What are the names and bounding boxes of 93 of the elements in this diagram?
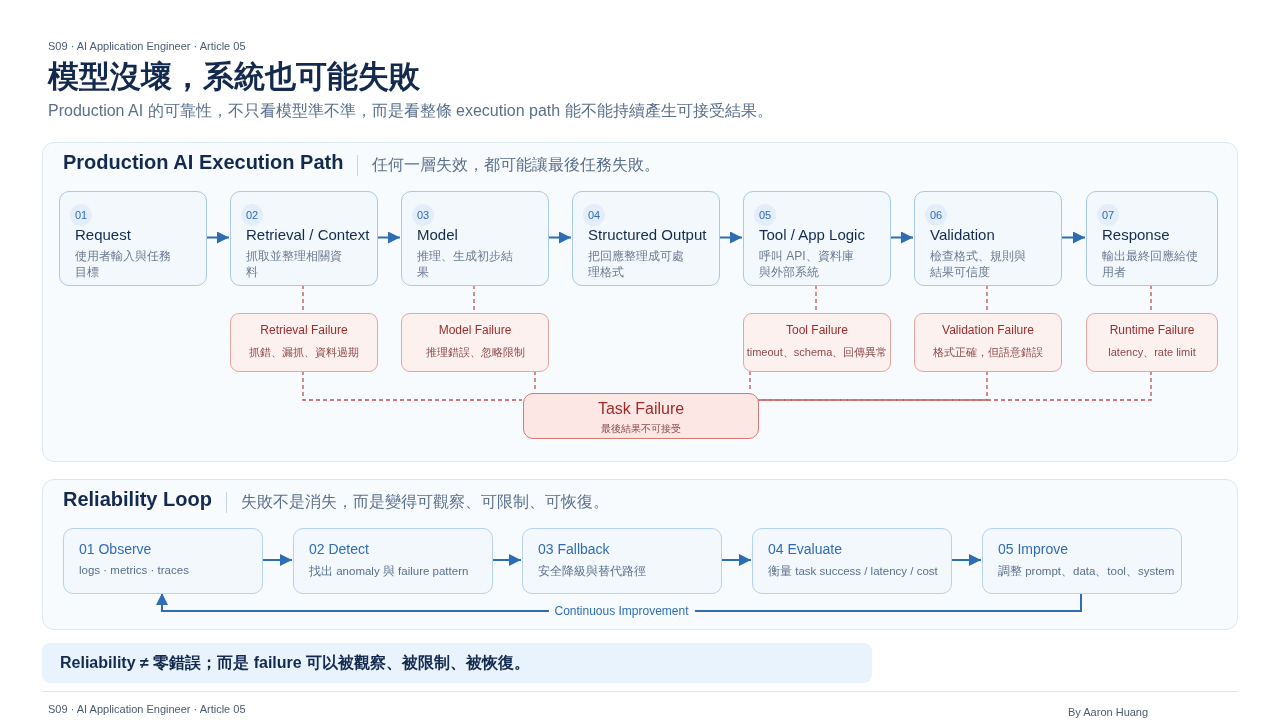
- step-description: 使用者輸入與任務目標: [75, 248, 172, 280]
- failure-title: Validation Failure: [941, 323, 1035, 337]
- arrow: [547, 231, 572, 244]
- failure-title: Tool Failure: [785, 323, 849, 337]
- series-label: S09 · AI Application Engineer · Article 05: [48, 40, 246, 52]
- failure-box: [523, 393, 759, 439]
- failure-box: [743, 313, 891, 372]
- step-description: 推理、生成初步結果: [417, 248, 514, 280]
- loop-step-description: logs · metrics · traces: [79, 564, 189, 576]
- failure-title: Runtime Failure: [1108, 323, 1196, 337]
- process-box: [230, 191, 378, 286]
- step-description: 檢查格式、規則與結果可信度: [930, 248, 1027, 280]
- process-box: [63, 528, 263, 594]
- step-title: Structured Output: [588, 226, 707, 243]
- step-number: 04: [583, 204, 605, 226]
- failure-description: 格式正確，但語意錯誤: [932, 345, 1044, 360]
- process-box: [401, 191, 549, 286]
- failure-description: latency、rate limit: [1107, 345, 1197, 360]
- step-number: 07: [1097, 204, 1119, 226]
- step-title: Response: [1102, 226, 1170, 243]
- failure-box: [1086, 313, 1218, 372]
- section-heading: Production AI Execution Path: [63, 151, 344, 174]
- failure-description: 推理錯誤、忽略限制: [424, 345, 526, 360]
- loop-step-title: 01 Observe: [79, 541, 152, 557]
- failure-box: [401, 313, 549, 372]
- failure-box: [230, 313, 378, 372]
- step-number: 06: [925, 204, 947, 226]
- dashed-connector: [986, 284, 988, 313]
- dashed-connector: [1150, 284, 1152, 313]
- failure-title: Task Failure: [596, 400, 686, 418]
- loop-step-description: 衡量 task success / latency / cost: [768, 564, 938, 579]
- process-box: [1086, 191, 1218, 286]
- edge-label: Continuous Improvement: [548, 604, 695, 618]
- loop-step-title: 03 Fallback: [538, 541, 610, 557]
- dashed-connector: [302, 284, 304, 313]
- step-title: Request: [75, 226, 131, 243]
- process-box: [982, 528, 1182, 594]
- process-box: [752, 528, 952, 594]
- arrow: [1060, 231, 1086, 244]
- failure-description: 最後結果不可接受: [600, 422, 682, 436]
- failure-box: [914, 313, 1062, 372]
- arrow: [889, 231, 914, 244]
- section-subtitle: 失敗不是消失，而是變得可觀察、可限制、可恢復。: [226, 492, 609, 513]
- step-title: Validation: [930, 226, 995, 243]
- process-box: [572, 191, 720, 286]
- arrow: [261, 554, 293, 566]
- dashed-connector: [302, 370, 523, 401]
- step-number: 03: [412, 204, 434, 226]
- step-description: 把回應整理成可處理格式: [588, 248, 685, 280]
- dashed-connector: [473, 284, 475, 313]
- process-box: [59, 191, 207, 286]
- author-credit: By Aaron Huang: [1068, 706, 1149, 718]
- arrow: [205, 231, 230, 244]
- process-box: [522, 528, 722, 594]
- arrow: [491, 554, 522, 566]
- arrow: [718, 231, 743, 244]
- step-number: 02: [241, 204, 263, 226]
- loop-step-description: 找出 anomaly 與 failure pattern: [309, 564, 469, 579]
- step-number: 01: [70, 204, 92, 226]
- step-number: 05: [754, 204, 776, 226]
- page-title: 模型沒壞，系統也可能失敗: [48, 58, 420, 96]
- section-subtitle: 任何一層失效，都可能讓最後任務失敗。: [357, 155, 660, 176]
- loop-step-title: 05 Improve: [998, 541, 1069, 557]
- section-panel: [42, 142, 1238, 462]
- process-box: [914, 191, 1062, 286]
- arrow: [720, 554, 752, 566]
- step-description: 抓取並整理相關資料: [246, 248, 343, 280]
- step-description: 輸出最終回應給使用者: [1102, 248, 1199, 280]
- failure-description: 抓錯、漏抓、資料過期: [248, 345, 360, 360]
- process-box: [293, 528, 493, 594]
- section-heading: Reliability Loop: [63, 488, 212, 511]
- step-title: Model: [417, 226, 458, 243]
- failure-description: timeout、schema、回傳異常: [745, 345, 889, 360]
- section-panel: [42, 479, 1238, 630]
- failure-title: Retrieval Failure: [259, 323, 349, 337]
- loop-step-description: 安全降級與替代路徑: [538, 564, 646, 579]
- series-label: S09 · AI Application Engineer · Article 05: [48, 703, 246, 715]
- arrow: [376, 231, 401, 244]
- subtitle: Production AI 的可靠性，不只看模型準不準，而是看整條 execution path 能不能持續產生可接受結果。: [48, 101, 773, 121]
- step-title: Tool / App Logic: [759, 226, 865, 243]
- step-title: Retrieval / Context: [246, 226, 370, 243]
- arrow: [156, 592, 1082, 612]
- loop-step-title: 04 Evaluate: [768, 541, 842, 557]
- loop-step-title: 02 Detect: [309, 541, 369, 557]
- process-box: [743, 191, 891, 286]
- arrow: [950, 554, 982, 566]
- step-description: 呼叫 API、資料庫與外部系統: [759, 248, 855, 280]
- dashed-connector: [815, 284, 817, 313]
- callout-text: Reliability ≠ 零錯誤；而是 failure 可以被觀察、被限制、被恢復。: [60, 653, 531, 673]
- dashed-connector: [757, 370, 988, 401]
- failure-title: Model Failure: [437, 323, 513, 337]
- dashed-connector: [757, 370, 1152, 401]
- loop-step-description: 調整 prompt、data、tool、system: [998, 564, 1175, 579]
